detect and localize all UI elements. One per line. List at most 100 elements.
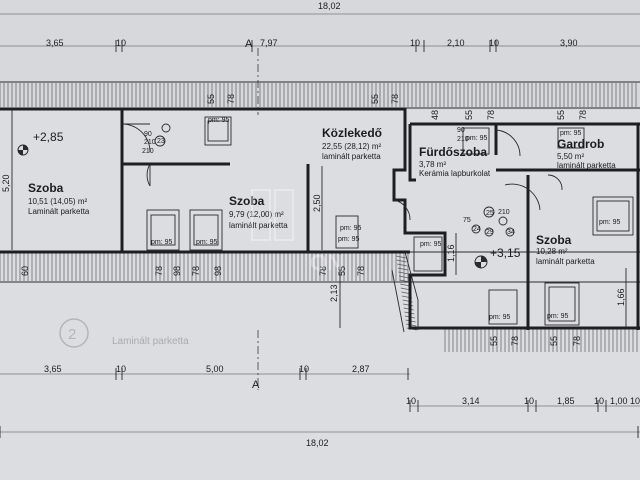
top-dim-6: 10: [489, 38, 499, 48]
room-floor-1: Laminált parketta: [28, 207, 90, 216]
svg-text:90: 90: [144, 131, 152, 138]
svg-text:29: 29: [486, 229, 494, 236]
top-dimension-lines: [0, 13, 640, 115]
room-name-5: Gardrob: [557, 137, 604, 151]
svg-text:78: 78: [154, 266, 164, 276]
room-floor-6: laminált parketta: [536, 257, 595, 266]
roof-hatching-bottom: [0, 253, 638, 352]
room-floor-4: Kerámia lapburkolat: [419, 169, 491, 178]
svg-text:78: 78: [191, 266, 201, 276]
room-area-5: 5,50 m²: [557, 152, 584, 161]
window-label-3: pm: 95: [196, 239, 218, 246]
bottom-section-a: A: [252, 379, 260, 391]
svg-text:98: 98: [172, 266, 182, 276]
room-area-3: 22,55 (28,12) m²: [322, 142, 381, 151]
watermark-logo: ON: [251, 189, 343, 275]
room-floor-5: laminált parketta: [557, 161, 616, 170]
room-floor-3: laminált parketta: [322, 152, 381, 161]
svg-text:75: 75: [463, 217, 471, 224]
svg-text:78: 78: [486, 110, 496, 120]
svg-text:60: 60: [20, 266, 30, 276]
svg-text:98: 98: [213, 266, 223, 276]
window-label-10: pm: 95: [420, 241, 442, 248]
svg-text:78: 78: [356, 266, 366, 276]
svg-text:210: 210: [457, 136, 469, 143]
svg-text:78: 78: [572, 336, 582, 346]
room-name-3: Közlekedő: [322, 126, 382, 140]
window-label-5: pm: 95: [466, 135, 488, 142]
vertical-dims: 5,20 2,50 2,13 1,16 1,66: [1, 110, 627, 328]
level-marker-1: [17, 144, 29, 156]
door-swings: [121, 123, 563, 221]
bottom-dim-11: 1,00: [610, 396, 628, 406]
svg-text:78: 78: [226, 94, 236, 104]
bottom-dim-6: 10: [406, 396, 416, 406]
top-dim-1: 3,65: [46, 38, 64, 48]
window-label-6: pm: 95: [560, 130, 582, 137]
level-marker-2: [474, 255, 488, 269]
bottom-total-dimension: 18,02: [306, 438, 329, 448]
stair-tread: [398, 271, 409, 275]
stair-tread: [398, 275, 410, 279]
room-area-4: 3,78 m²: [419, 160, 446, 169]
window-label-2: pm: 95: [151, 239, 173, 246]
wall-dims-bottom: 60 78 98 78 98 78 55 78 55 78 55 78: [20, 266, 582, 346]
bottom-dim-9: 1,85: [557, 396, 575, 406]
building-walls: [0, 81, 640, 333]
room-area-2: 9,79 (12,00) m²: [229, 210, 284, 219]
level-label-1: +2,85: [33, 130, 64, 144]
bottom-dim-2: 10: [116, 364, 126, 374]
svg-text:210: 210: [142, 148, 154, 155]
top-dim-3: 7,97: [260, 38, 278, 48]
level-label-2: +3,15: [490, 246, 521, 260]
svg-text:78: 78: [510, 336, 520, 346]
fixture-markers: [154, 123, 515, 237]
svg-text:23: 23: [157, 138, 165, 145]
room-area-1: 10,51 (14,05) m²: [28, 197, 87, 206]
svg-text:ON: ON: [310, 250, 343, 275]
svg-text:34: 34: [507, 229, 515, 236]
bottom-dim-3: 5,00: [206, 364, 224, 374]
window-label-9: pm: 95: [547, 313, 569, 320]
svg-text:55: 55: [370, 94, 380, 104]
stair-tread: [396, 259, 407, 263]
room-name-1: Szoba: [28, 181, 64, 195]
bottom-dim-12: 10: [630, 396, 640, 406]
stair-tread: [397, 267, 408, 271]
svg-text:2,13: 2,13: [329, 284, 339, 302]
stair-tread: [395, 255, 407, 259]
window-label-4: pm: 95: [338, 236, 360, 243]
svg-text:25: 25: [486, 210, 494, 217]
svg-text:55: 55: [206, 94, 216, 104]
svg-text:90: 90: [457, 127, 465, 134]
svg-text:24: 24: [473, 226, 481, 233]
bottom-dim-8: 10: [524, 396, 534, 406]
stair-tread: [397, 263, 408, 267]
top-dim-7: 3,90: [560, 38, 578, 48]
room-name-2: Szoba: [229, 194, 265, 208]
window-label-11: pm: 95: [340, 225, 362, 232]
room-area-6: 10,28 m²: [536, 247, 568, 256]
svg-text:210: 210: [498, 209, 510, 216]
bottom-dim-4: 10: [299, 364, 309, 374]
svg-text:78: 78: [578, 110, 588, 120]
top-dim-2: 10: [116, 38, 126, 48]
bottom-dimension-lines: [0, 330, 640, 438]
svg-text:1,16: 1,16: [446, 244, 456, 262]
bottom-dim-7: 3,14: [462, 396, 480, 406]
top-total-dimension: 18,02: [318, 1, 341, 11]
roof-hatching-top: [0, 83, 637, 107]
svg-text:5,20: 5,20: [1, 174, 11, 192]
svg-text:48: 48: [430, 110, 440, 120]
room-name-4: Fürdőszoba: [419, 145, 487, 159]
stair-tread: [403, 303, 414, 307]
svg-text:78: 78: [318, 266, 328, 276]
svg-text:55: 55: [556, 110, 566, 120]
top-dim-4: 10: [410, 38, 420, 48]
svg-text:2,50: 2,50: [312, 194, 322, 212]
svg-text:55: 55: [549, 336, 559, 346]
svg-text:Laminált parketta: Laminált parketta: [112, 336, 189, 347]
svg-text:2: 2: [68, 326, 76, 343]
room-floor-2: laminált parketta: [229, 221, 288, 230]
